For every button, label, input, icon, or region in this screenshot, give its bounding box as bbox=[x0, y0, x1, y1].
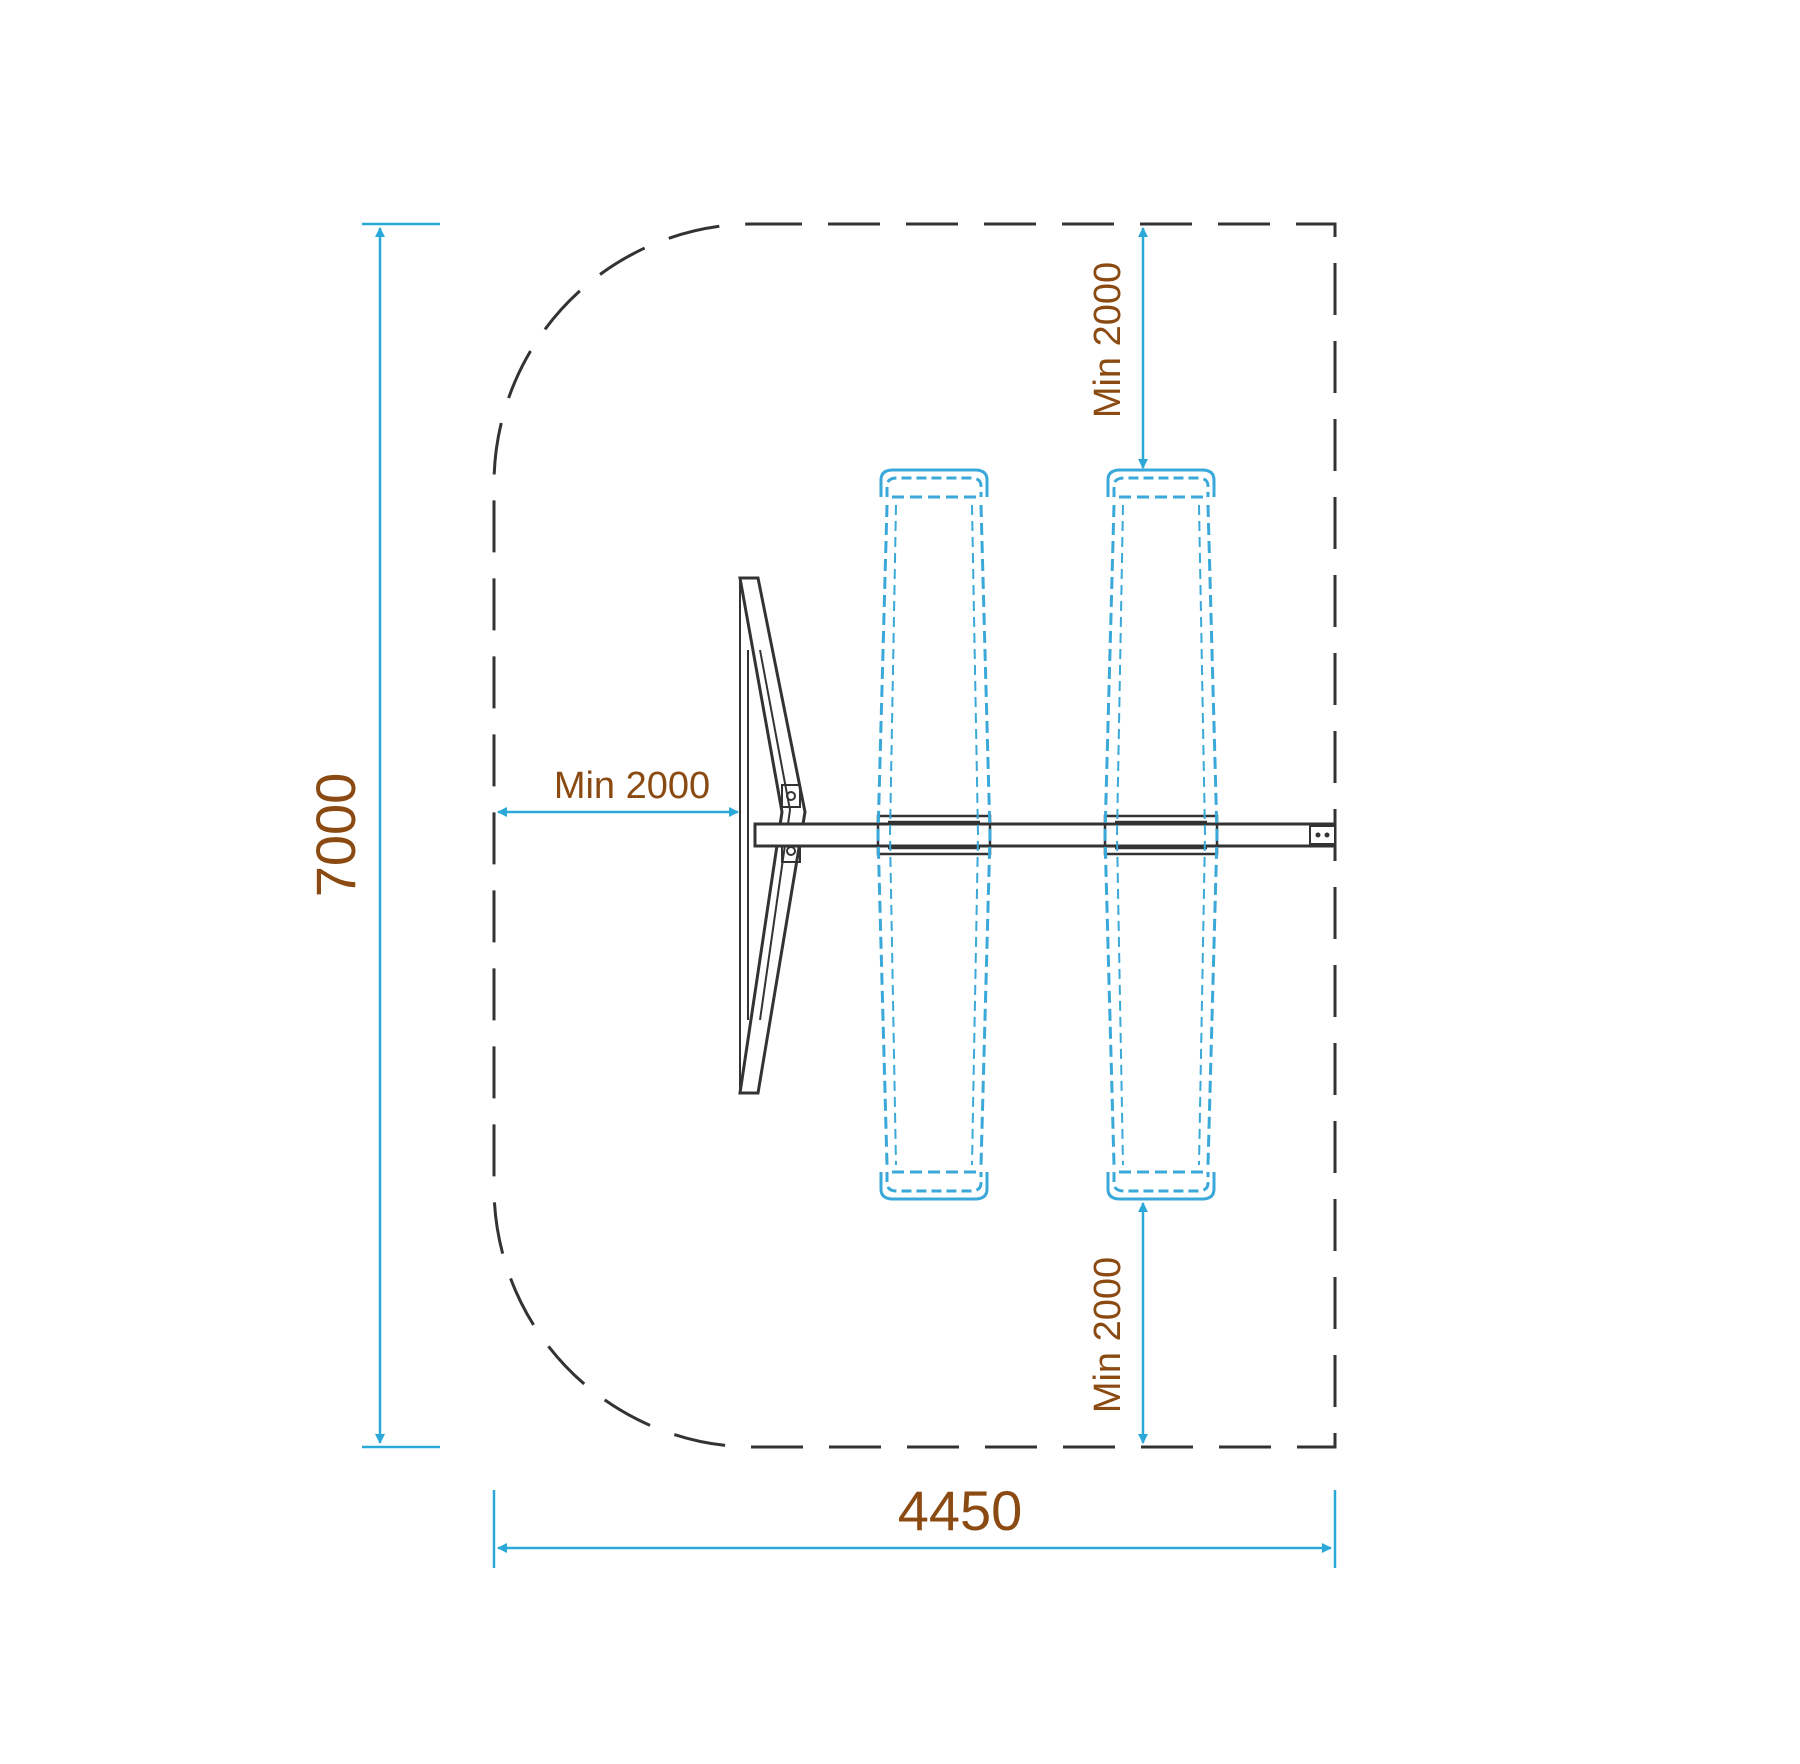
width-label: 4450 bbox=[898, 1479, 1023, 1542]
top-beam bbox=[753, 822, 1337, 848]
width-dimension bbox=[492, 1490, 1337, 1568]
left-clearance-label: Min 2000 bbox=[554, 765, 710, 807]
a-frame-legs bbox=[738, 576, 807, 1095]
swing-1-motion-envelope bbox=[876, 504, 992, 1166]
swing-2-seat-top bbox=[1106, 468, 1216, 499]
top-clearance-label: Min 2000 bbox=[1087, 262, 1129, 418]
bottom-clearance-label: Min 2000 bbox=[1087, 1257, 1129, 1413]
swing-1-seat-top bbox=[879, 468, 989, 499]
height-dimension bbox=[362, 222, 440, 1449]
swing-1-seat-bottom bbox=[879, 1170, 989, 1201]
swing-2-seat-bottom bbox=[1106, 1170, 1216, 1201]
swing-2-motion-envelope bbox=[1103, 504, 1219, 1166]
safety-area-boundary bbox=[492, 222, 1337, 1449]
height-label: 7000 bbox=[304, 773, 367, 898]
